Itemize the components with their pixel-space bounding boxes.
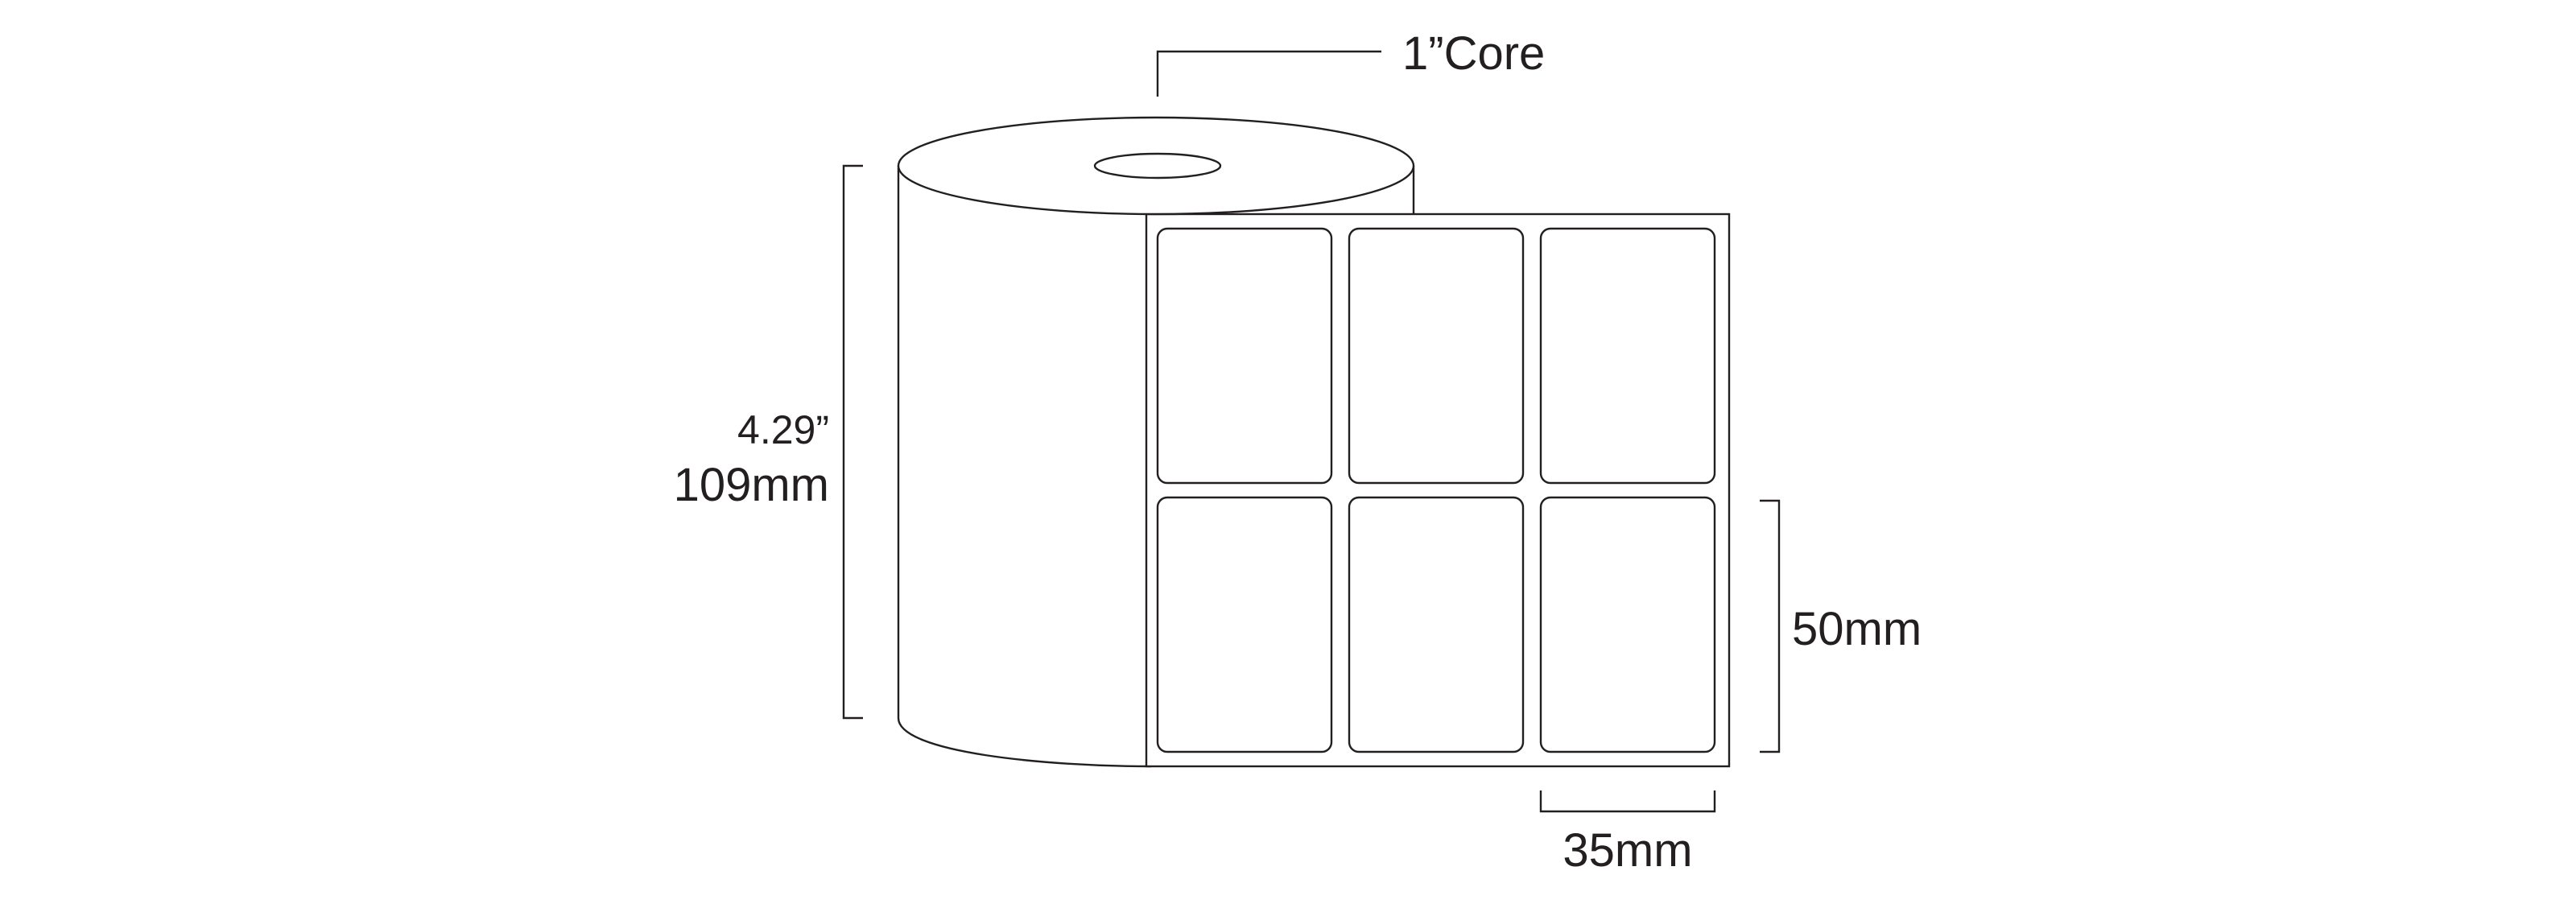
roll-height-bracket (842, 164, 863, 720)
roll-bottom-curve (897, 717, 1152, 768)
label-width-dimension: 35mm (1539, 790, 1716, 877)
label-cell (1539, 227, 1716, 485)
label-width-bracket (1539, 790, 1716, 813)
label-cell (1348, 496, 1525, 753)
label-height-bracket (1760, 499, 1781, 753)
label-cell (1156, 496, 1333, 753)
roll-height-dimension: 4.29” 109mm (674, 164, 863, 720)
roll-height-mm: 109mm (674, 459, 829, 511)
label-sheet (1145, 213, 1731, 768)
core-callout: 1”Core (1156, 27, 1545, 97)
label-width-label: 35mm (1563, 824, 1692, 877)
core-leader-line (1156, 50, 1381, 97)
label-height-dimension: 50mm (1760, 499, 1922, 753)
roll-top (897, 116, 1415, 216)
label-height-label: 50mm (1792, 603, 1922, 655)
roll-top-face (897, 116, 1415, 216)
label-cell (1156, 227, 1333, 485)
label-cell (1348, 227, 1525, 485)
roll-height-inches: 4.29” (737, 407, 829, 452)
core-label: 1”Core (1402, 27, 1545, 80)
core-hole (1093, 152, 1222, 180)
label-liner (1145, 213, 1731, 768)
label-cell (1539, 496, 1716, 753)
